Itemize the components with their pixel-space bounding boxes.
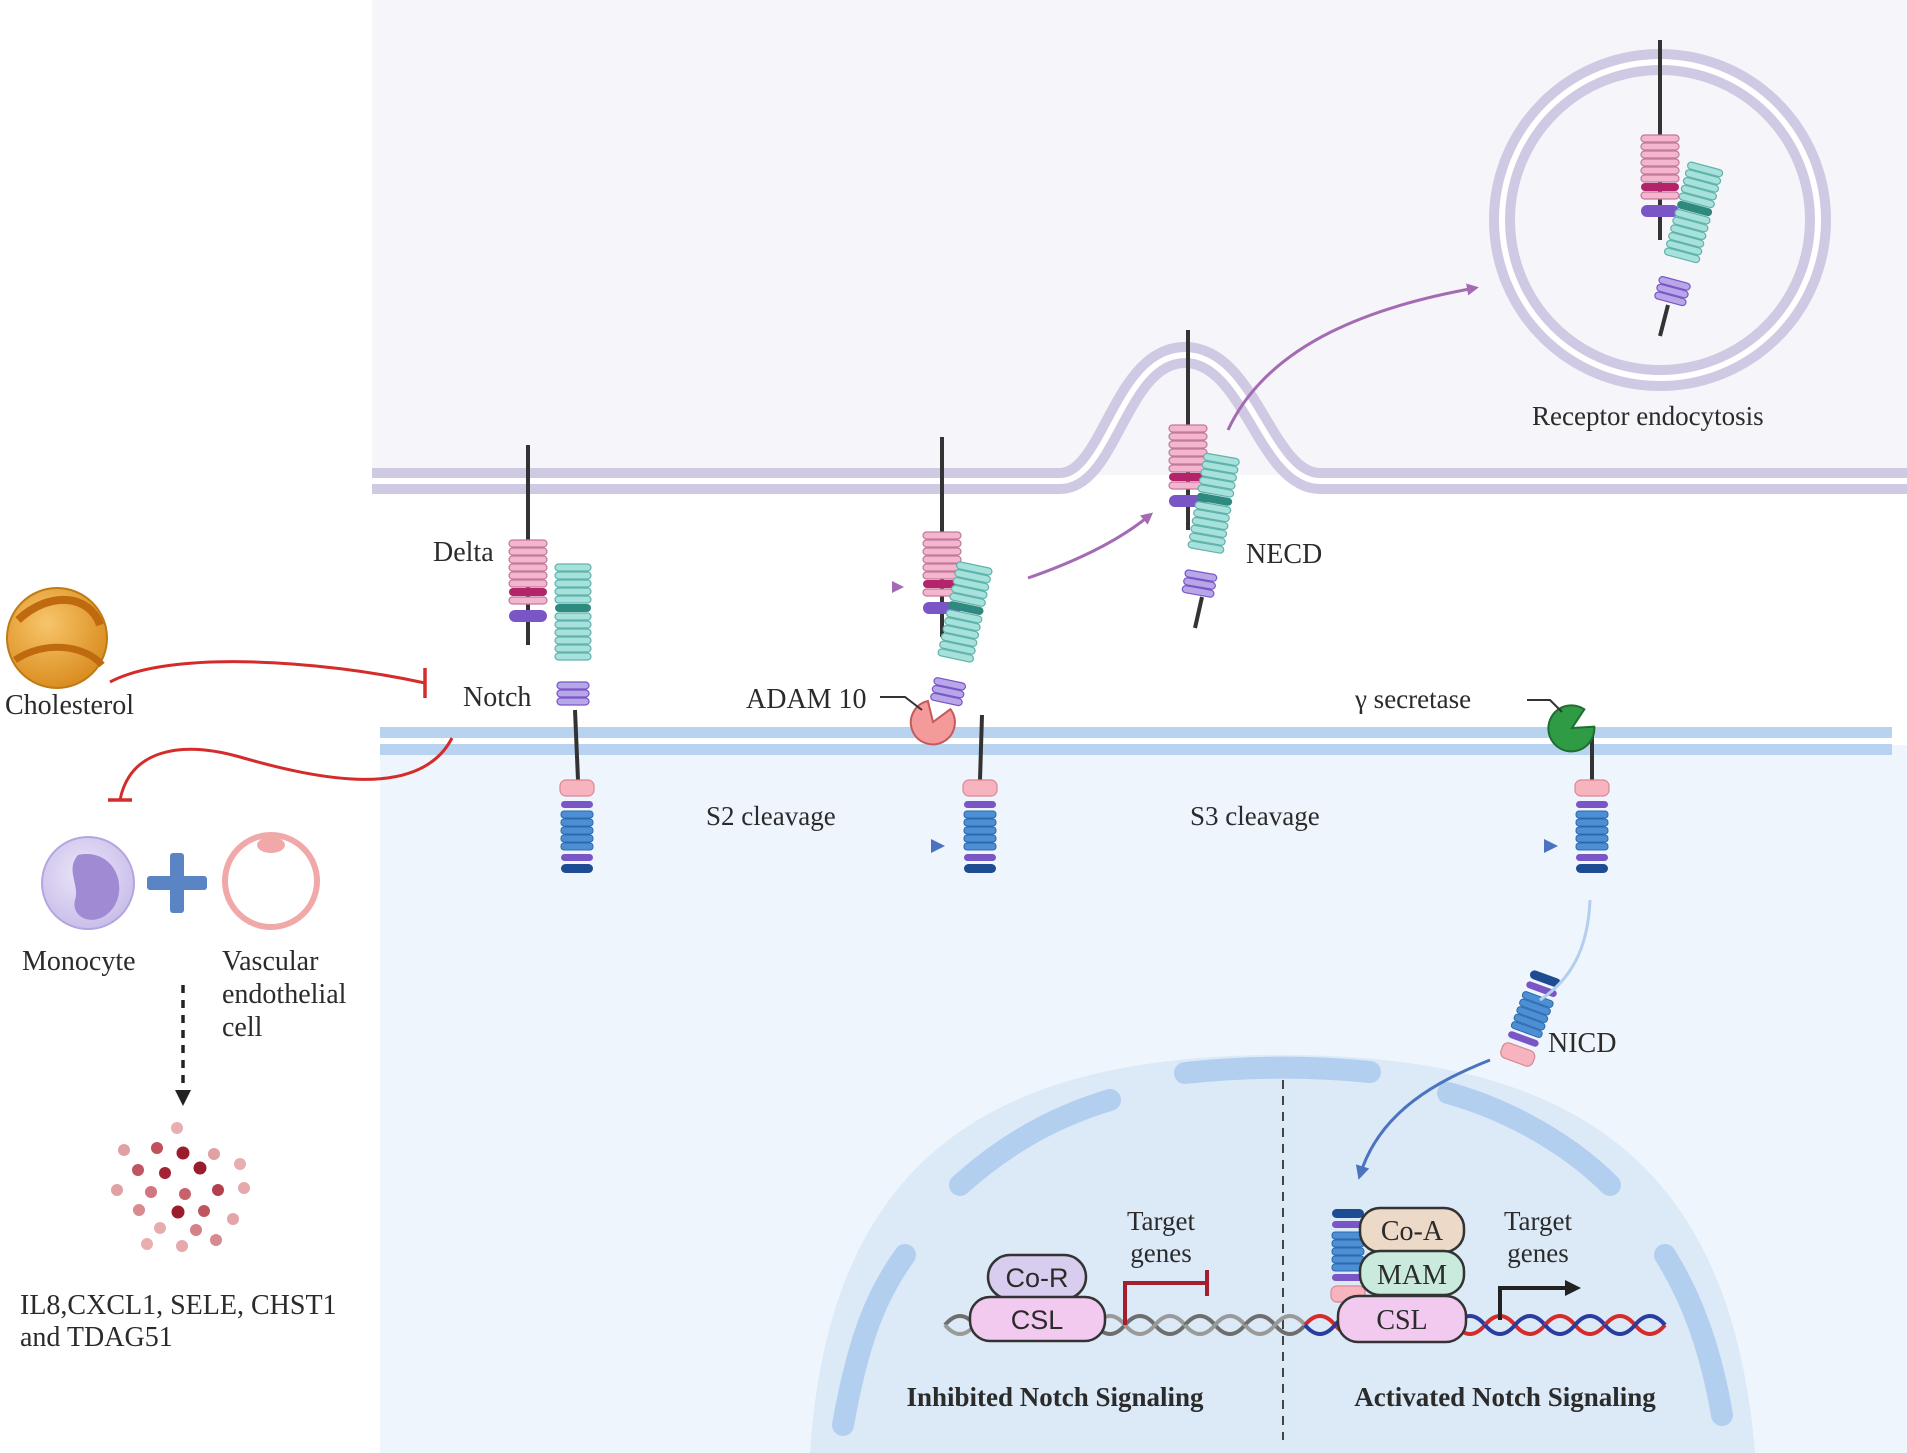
label-notch: Notch [463,682,531,713]
arrow-to-endocytosis [1226,283,1479,431]
notch-receptor-1 [554,563,595,874]
label-nicd: NICD [1548,1028,1616,1059]
label-co-r: Co-R [1005,1263,1068,1293]
gamma-secretase-enzyme [1547,704,1596,753]
label-target-inhibited-2: genes [1130,1238,1191,1268]
label-target-activated-2: genes [1507,1238,1568,1268]
label-s2-cleavage: S2 cleavage [706,801,836,831]
notch-ecd-vesicle [1651,160,1724,337]
label-adam10: ADAM 10 [746,684,867,715]
label-cytokines-2: and TDAG51 [20,1322,173,1353]
cytokine-cluster [111,1122,250,1252]
csl-protein-activated [1336,1294,1468,1344]
inhibited-gene-mark [1123,1281,1205,1325]
label-mam: MAM [1377,1260,1447,1291]
label-monocyte: Monocyte [22,946,136,977]
necd-fragment [1179,452,1241,629]
label-csl-activated: CSL [1376,1305,1427,1336]
endothelial-cell [222,832,320,930]
label-target-inhibited-1: Target [1127,1206,1196,1236]
notch-receptor-2 [927,560,998,874]
label-csl-inhibited: CSL [1011,1305,1064,1335]
label-gamma-secretase: γ secretase [1354,684,1471,714]
label-vascular-2: endothelial [222,979,347,1010]
label-receptor-endocytosis: Receptor endocytosis [1532,401,1764,431]
arrow-release-nicd [1539,899,1592,1002]
csl-protein-inhibited [968,1295,1107,1343]
signaling-cell-membrane [372,341,1907,494]
label-target-activated-1: Target [1504,1206,1573,1236]
nucleus [810,1055,1755,1453]
label-vascular-3: cell [222,1012,263,1043]
label-cytokines-1: IL8,CXCL1, SELE, CHST1 [20,1290,337,1321]
label-cholesterol: Cholesterol [5,690,134,721]
activated-gene-arrow [1498,1280,1581,1320]
label-co-a: Co-A [1381,1216,1444,1247]
arrow-nicd-to-nucleus [1355,1058,1491,1180]
label-vascular-1: Vascular [222,946,319,977]
label-s3-cleavage: S3 cleavage [1190,801,1320,831]
arrow-cleavage-to-necd [1027,512,1154,580]
adam10-enzyme [909,699,956,746]
cholesterol-inhibits-notch [109,660,426,685]
notch-receptor-3 [1574,735,1610,874]
monocyte-cell [41,836,135,930]
receiving-cell-membrane [380,727,1892,755]
notch-inhibits-monocyte-adhesion [118,737,454,801]
label-inhibited-title: Inhibited Notch Signaling [906,1382,1204,1412]
label-necd: NECD [1246,539,1322,570]
label-activated-title: Activated Notch Signaling [1354,1382,1656,1412]
label-delta: Delta [433,537,494,568]
plus-icon [147,853,207,913]
cholesterol-particle [6,587,108,689]
